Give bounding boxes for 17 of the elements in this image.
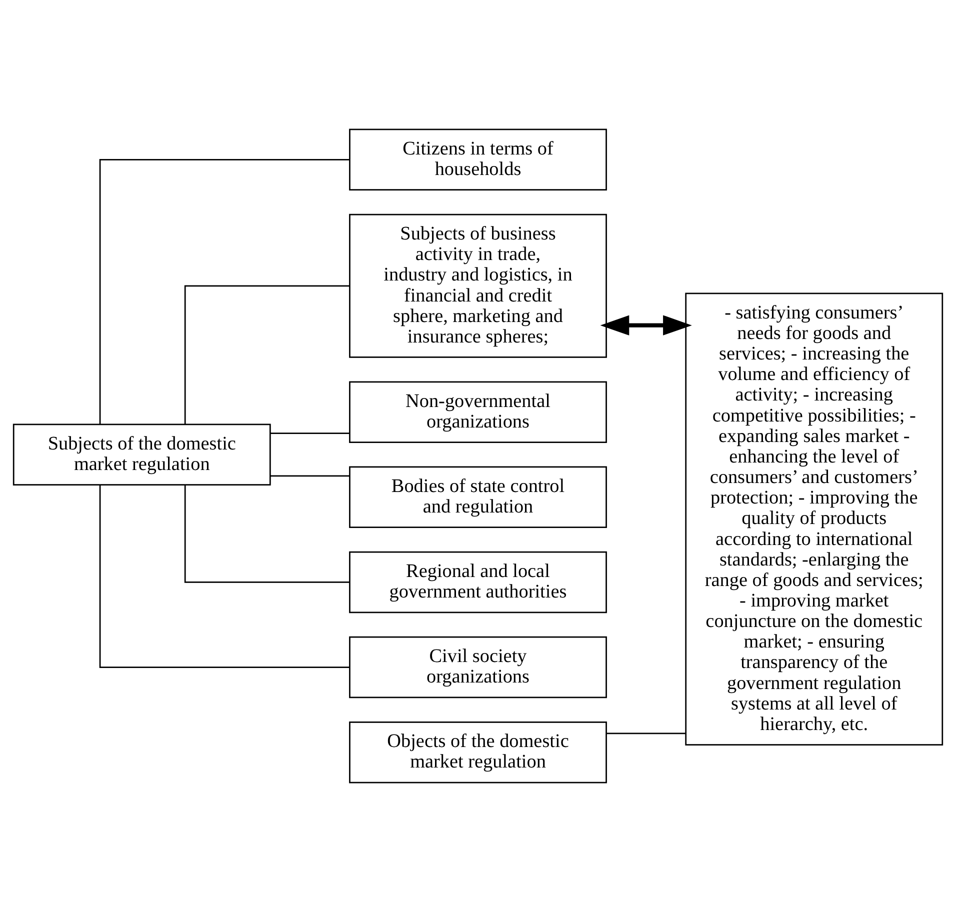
connector	[99, 158, 350, 424]
connector	[606, 732, 686, 734]
node-box: Bodies of state control and regulation	[349, 466, 607, 528]
connector	[99, 484, 350, 668]
node-box: Non-governmental organizations	[349, 380, 607, 442]
node-box: Subjects of business activity in trade, industry and logistics, in financial and credit sphere, marketing and insurance spheres;	[349, 213, 607, 358]
connector	[270, 474, 350, 476]
connector	[184, 484, 350, 582]
node-box: Civil society organizations	[349, 636, 607, 698]
node-box: Citizens in terms of households	[349, 128, 607, 190]
node-box: - satisfying consumers’ needs for goods and services; - increasing the volume and efficiency of activity; - increasing competitive possibilities; - expanding sales market - enhancing the level of consumers’ and customers’ protection; - improving the quality of products according to international standards; -enlarging the range of goods and services; - improving market conjuncture on the domestic market; - ensuring transparency of the government regulation systems at all level of hierarchy, etc.	[685, 292, 944, 745]
connector	[270, 432, 350, 434]
node-box: Objects of the domestic market regulation	[349, 720, 607, 783]
node-box: Regional and local government authorities	[349, 550, 607, 613]
arrow	[600, 314, 692, 335]
node-box: Subjects of the domestic market regulation	[12, 423, 271, 485]
connector	[184, 284, 350, 424]
